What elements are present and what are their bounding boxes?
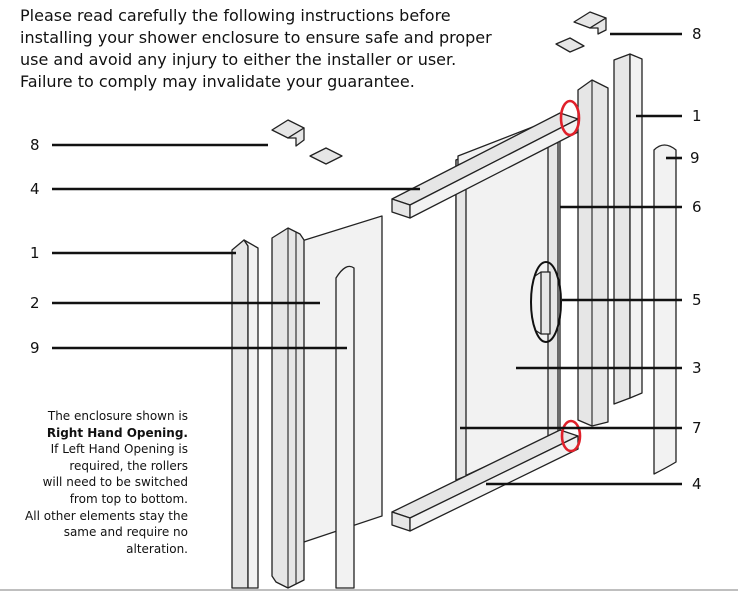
intro-line-1: Please read carefully the following inst… bbox=[20, 6, 451, 25]
intro-line-2: installing your shower enclosure to ensu… bbox=[20, 28, 492, 47]
left-wall-profile bbox=[231, 239, 259, 589]
right-wall-profile bbox=[577, 53, 643, 427]
callout-9-left: 9 bbox=[30, 339, 40, 357]
right-seal-strip bbox=[653, 144, 677, 475]
note-line-8: same and require no bbox=[63, 525, 188, 540]
left-end-caps bbox=[271, 119, 343, 165]
callout-8-right: 8 bbox=[692, 25, 702, 43]
top-roller-highlight bbox=[559, 99, 581, 137]
callout-8-left: 8 bbox=[30, 136, 40, 154]
note-line-7: All other elements stay the bbox=[25, 508, 188, 523]
intro-text: Please read carefully the following inst… bbox=[20, 5, 520, 93]
note-line-9: alteration. bbox=[126, 541, 188, 556]
note-line-5: will need to be switched bbox=[42, 475, 188, 490]
callout-2-left: 2 bbox=[30, 294, 40, 312]
callout-3-right: 3 bbox=[692, 359, 702, 377]
callout-7-right: 7 bbox=[692, 419, 702, 437]
side-panel bbox=[271, 215, 383, 589]
callout-6-right: 6 bbox=[692, 198, 702, 216]
note-line-4: required, the rollers bbox=[69, 458, 188, 473]
callout-9-right: 9 bbox=[690, 149, 700, 167]
note-line-2: Right Hand Opening. bbox=[46, 425, 188, 440]
callout-1-left: 1 bbox=[30, 244, 40, 262]
intro-line-4: Failure to comply may invalidate your gu… bbox=[20, 72, 415, 91]
callout-4-left: 4 bbox=[30, 180, 40, 198]
intro-line-3: use and avoid any injury to either the i… bbox=[20, 50, 457, 69]
note-line-1: The enclosure shown is bbox=[47, 409, 188, 423]
right-end-caps bbox=[555, 11, 607, 53]
door-handle bbox=[530, 261, 562, 343]
note-line-3: If Left Hand Opening is bbox=[50, 442, 188, 457]
left-seal-strip bbox=[335, 265, 355, 589]
bottom-roller-highlight bbox=[560, 419, 582, 453]
callout-1-right: 1 bbox=[692, 107, 702, 125]
note-line-6: from top to bottom. bbox=[69, 491, 188, 506]
opening-note: The enclosure shown is Right Hand Openin… bbox=[0, 408, 188, 557]
callout-5-right: 5 bbox=[692, 291, 702, 309]
bottom-divider bbox=[0, 589, 738, 591]
callout-4-right: 4 bbox=[692, 475, 702, 493]
